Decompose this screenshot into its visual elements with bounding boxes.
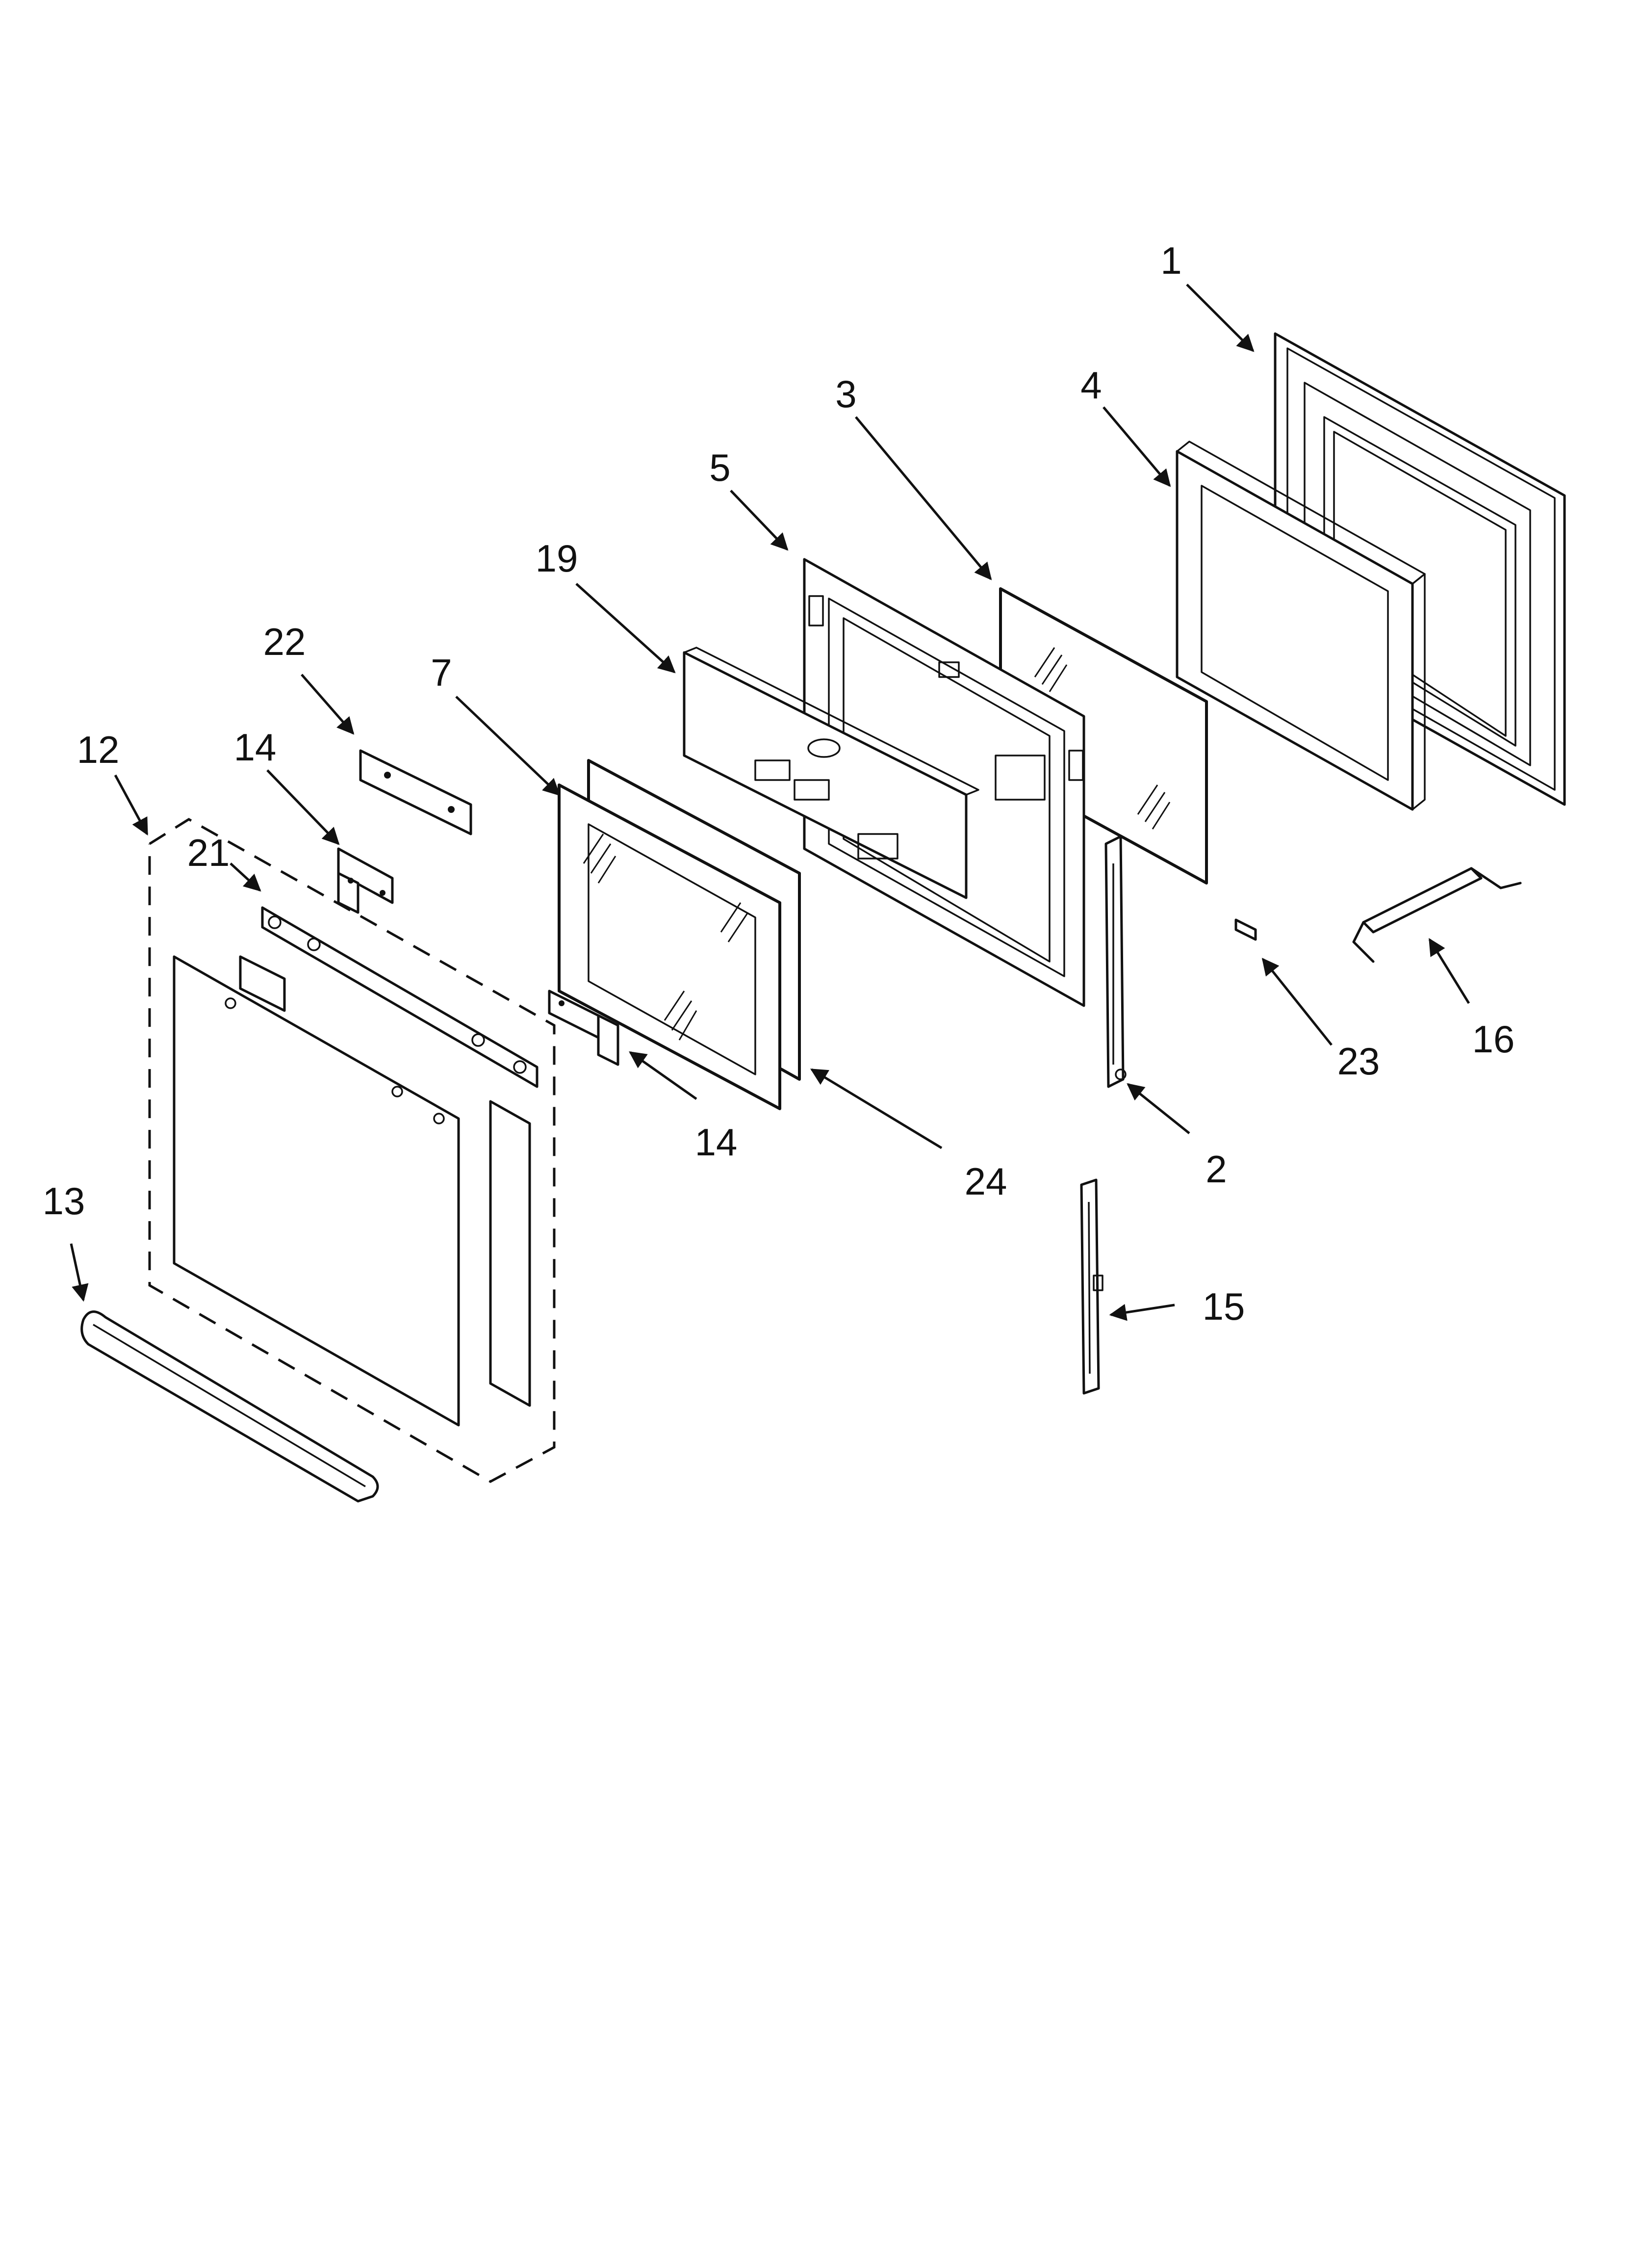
callout-19: 19 <box>536 537 578 580</box>
callout-12: 12 <box>77 728 120 771</box>
part-14-lower-hinge-plate <box>548 990 619 1066</box>
part-14-upper-hinge-plate <box>337 847 394 914</box>
part-13-door-handle <box>80 1310 379 1503</box>
part-4-door-trim-frame <box>1176 441 1426 811</box>
callout-23: 23 <box>1337 1040 1380 1083</box>
part-16-hinge-bracket <box>1352 867 1522 963</box>
part-21-trim-strip <box>261 906 539 1088</box>
callout-22: 22 <box>263 620 306 663</box>
callout-15: 15 <box>1203 1285 1245 1328</box>
callout-1: 1 <box>1160 239 1181 282</box>
callout-2: 2 <box>1206 1147 1227 1191</box>
part-7-middle-glass <box>558 783 781 1110</box>
part-23-clip <box>1234 918 1257 941</box>
callout-labels: 1 4 3 5 19 22 7 14 12 21 14 24 2 23 16 1… <box>43 239 1515 1328</box>
callout-16: 16 <box>1472 1017 1515 1061</box>
part-19-insulation-shield <box>683 647 979 899</box>
part-22-bracket <box>359 749 472 835</box>
callout-5: 5 <box>709 446 730 489</box>
callout-14-upper: 14 <box>234 726 277 769</box>
callout-3: 3 <box>835 372 856 416</box>
callout-13: 13 <box>43 1179 85 1223</box>
callout-21: 21 <box>187 831 230 874</box>
part-15-hinge-receiver <box>1080 1178 1103 1395</box>
callout-4: 4 <box>1080 364 1102 407</box>
callout-7: 7 <box>431 651 452 694</box>
callout-14-lower: 14 <box>695 1121 738 1164</box>
part-1-outer-door-frame <box>1274 332 1566 806</box>
part-2-hinge <box>1104 835 1127 1088</box>
callout-24: 24 <box>965 1160 1007 1203</box>
leader-lines <box>70 284 1470 1321</box>
part-12-door-panel-assembly <box>148 818 556 1483</box>
